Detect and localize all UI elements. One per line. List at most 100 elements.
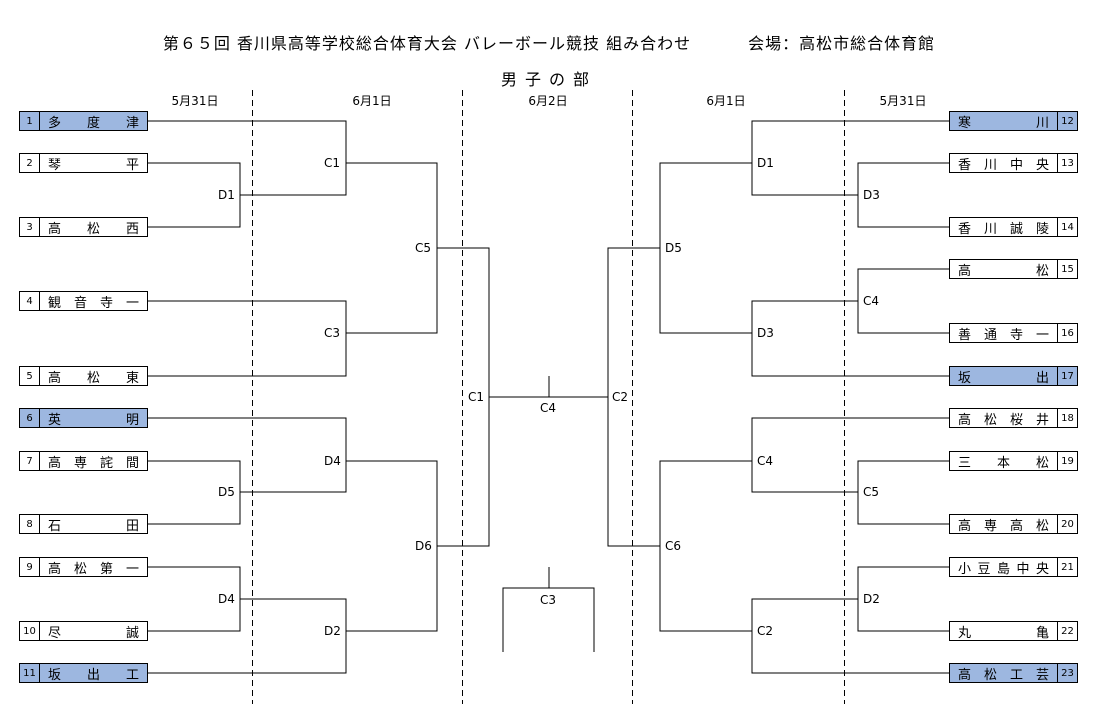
match-label-d4-left-b: D4 — [218, 592, 235, 606]
match-label-d6-left: D6 — [415, 539, 432, 553]
team-box-3: 3 高松西 — [19, 217, 148, 237]
team-name: 高松西 — [48, 221, 139, 237]
team-box-8: 8 石田 — [19, 514, 148, 534]
match-label-c4-center: C4 — [540, 401, 557, 415]
team-name: 高松工芸 — [958, 667, 1049, 683]
team-box-14: 香川誠陵 14 — [949, 217, 1078, 237]
day-label-left-1: 5月31日 — [171, 94, 219, 108]
team-box-12: 寒川 12 — [949, 111, 1078, 131]
match-label-c3-center: C3 — [540, 593, 557, 607]
team-number: 1 — [20, 112, 40, 130]
match-label-c2-right: C2 — [757, 624, 774, 638]
team-box-20: 高専高松 20 — [949, 514, 1078, 534]
team-box-13: 香川中央 13 — [949, 153, 1078, 173]
page-subtitle: 男子の部 — [500, 70, 597, 89]
team-name: 高松第一 — [48, 561, 139, 577]
match-label-c4-right-a: C4 — [863, 294, 880, 308]
team-box-5: 5 高松東 — [19, 366, 148, 386]
team-box-19: 三本松 19 — [949, 451, 1078, 471]
team-name: 寒川 — [958, 115, 1049, 131]
team-box-7: 7 高専詫間 — [19, 451, 148, 471]
team-name: 高専詫間 — [48, 455, 139, 471]
team-name: 多度津 — [48, 115, 139, 131]
team-number: 11 — [20, 664, 40, 682]
team-box-11: 11 坂出工 — [19, 663, 148, 683]
team-number: 18 — [1057, 409, 1077, 427]
match-label-d3-right-b: D3 — [757, 326, 774, 340]
team-number: 20 — [1057, 515, 1077, 533]
day-label-left-2: 6月1日 — [352, 94, 392, 108]
match-label-d3-right-a: D3 — [863, 188, 880, 202]
team-box-15: 高松 15 — [949, 259, 1078, 279]
match-label-c4-right-b: C4 — [757, 454, 774, 468]
match-label-d1-right: D1 — [757, 156, 774, 170]
team-number: 5 — [20, 367, 40, 385]
team-name: 善通寺一 — [958, 327, 1049, 343]
team-name: 坂出 — [958, 370, 1049, 386]
team-name: 観音寺一 — [48, 295, 139, 311]
match-label-d2-left: D2 — [324, 624, 341, 638]
team-number: 14 — [1057, 218, 1077, 236]
team-box-2: 2 琴平 — [19, 153, 148, 173]
team-box-18: 高松桜井 18 — [949, 408, 1078, 428]
match-label-c3-left: C3 — [324, 326, 341, 340]
match-label-d5-right: D5 — [665, 241, 682, 255]
team-name: 丸亀 — [958, 625, 1049, 641]
team-name: 香川中央 — [958, 157, 1049, 173]
match-label-d1-left: D1 — [218, 188, 235, 202]
match-label-c5-left: C5 — [415, 241, 432, 255]
team-number: 8 — [20, 515, 40, 533]
day-label-right-2: 6月1日 — [706, 94, 746, 108]
team-number: 19 — [1057, 452, 1077, 470]
team-number: 9 — [20, 558, 40, 576]
team-box-21: 小豆島中央 21 — [949, 557, 1078, 577]
team-name: 英明 — [48, 412, 139, 428]
day-label-center: 6月2日 — [528, 94, 568, 108]
team-name: 高専高松 — [958, 518, 1049, 534]
team-name: 琴平 — [48, 157, 139, 173]
team-box-9: 9 高松第一 — [19, 557, 148, 577]
team-name: 高松桜井 — [958, 412, 1049, 428]
team-box-22: 丸亀 22 — [949, 621, 1078, 641]
match-label-c1-left: C1 — [324, 156, 341, 170]
team-number: 17 — [1057, 367, 1077, 385]
match-label-c5-right: C5 — [863, 485, 880, 499]
match-label-d2-right: D2 — [863, 592, 880, 606]
day-label-right-1: 5月31日 — [879, 94, 927, 108]
team-box-17: 坂出 17 — [949, 366, 1078, 386]
team-number: 3 — [20, 218, 40, 236]
team-name: 石田 — [48, 518, 139, 534]
team-name: 高松東 — [48, 370, 139, 386]
team-box-6: 6 英明 — [19, 408, 148, 428]
team-box-4: 4 観音寺一 — [19, 291, 148, 311]
match-label-c1-center: C1 — [468, 390, 485, 404]
team-number: 7 — [20, 452, 40, 470]
team-name: 小豆島中央 — [958, 561, 1049, 577]
team-box-1: 1 多度津 — [19, 111, 148, 131]
team-number: 23 — [1057, 664, 1077, 682]
match-label-c2-center: C2 — [612, 390, 629, 404]
team-number: 15 — [1057, 260, 1077, 278]
team-name: 尽誠 — [48, 625, 139, 641]
match-label-d5-left: D5 — [218, 485, 235, 499]
team-number: 12 — [1057, 112, 1077, 130]
team-number: 22 — [1057, 622, 1077, 640]
team-number: 2 — [20, 154, 40, 172]
team-number: 21 — [1057, 558, 1077, 576]
team-name: 坂出工 — [48, 667, 139, 683]
team-number: 16 — [1057, 324, 1077, 342]
team-number: 4 — [20, 292, 40, 310]
team-name: 三本松 — [958, 455, 1049, 471]
team-name: 香川誠陵 — [958, 221, 1049, 237]
match-label-c6-right: C6 — [665, 539, 682, 553]
team-box-10: 10 尽誠 — [19, 621, 148, 641]
team-box-16: 善通寺一 16 — [949, 323, 1078, 343]
match-label-d4-left-a: D4 — [324, 454, 341, 468]
team-number: 6 — [20, 409, 40, 427]
team-number: 10 — [20, 622, 40, 640]
page-title: 第６５回 香川県高等学校総合体育大会 バレーボール競技 組み合わせ 会場：高松市… — [162, 34, 936, 53]
team-number: 13 — [1057, 154, 1077, 172]
team-name: 高松 — [958, 263, 1049, 279]
team-box-23: 高松工芸 23 — [949, 663, 1078, 683]
